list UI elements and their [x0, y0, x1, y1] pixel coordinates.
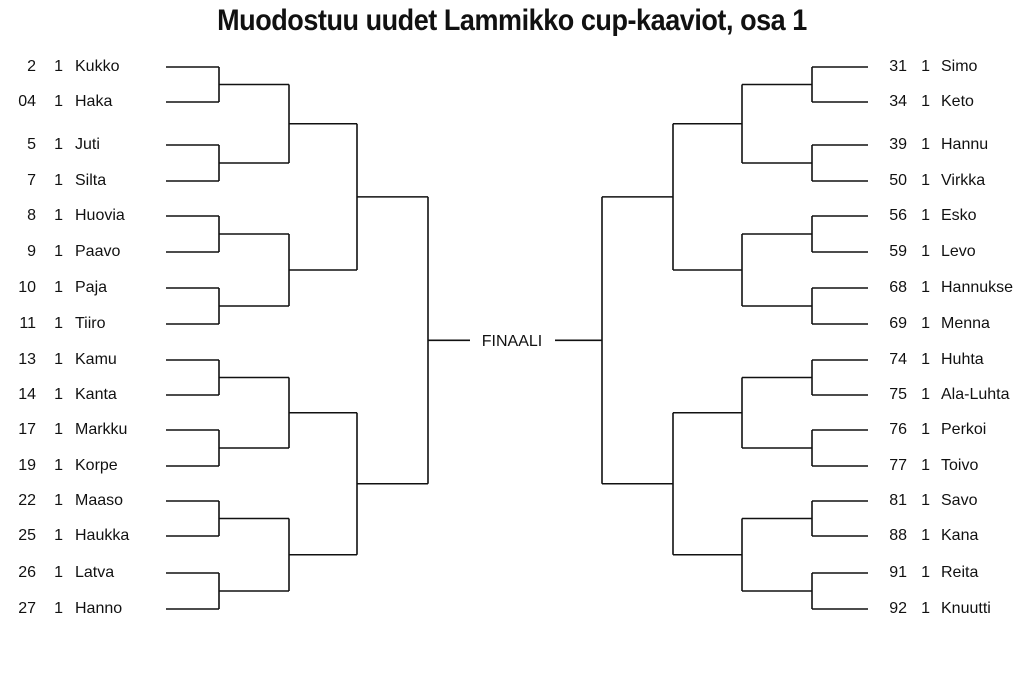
team-number: 10 [18, 279, 36, 296]
team-number: 76 [889, 421, 907, 438]
team-number: 2 [27, 58, 36, 75]
team-number: 7 [27, 172, 36, 189]
team-number: 91 [889, 564, 907, 581]
team-seed: 1 [54, 421, 63, 438]
team-name: Levo [941, 243, 976, 260]
team-name: Silta [75, 172, 106, 189]
team-name: Simo [941, 58, 978, 75]
team-number: 13 [18, 351, 36, 368]
team-number: 69 [889, 315, 907, 332]
team-name: Kamu [75, 351, 117, 368]
team-seed: 1 [54, 58, 63, 75]
team-number: 39 [889, 136, 907, 153]
team-number: 19 [18, 457, 36, 474]
team-name: Tiiro [75, 315, 106, 332]
team-seed: 1 [54, 386, 63, 403]
team-seed: 1 [921, 172, 930, 189]
team-seed: 1 [54, 93, 63, 110]
team-number: 75 [889, 386, 907, 403]
team-seed: 1 [921, 351, 930, 368]
team-number: 74 [889, 351, 907, 368]
team-name: Virkka [941, 172, 985, 189]
team-number: 22 [18, 492, 36, 509]
team-number: 26 [18, 564, 36, 581]
team-number: 34 [889, 93, 907, 110]
team-name: Huovia [75, 207, 125, 224]
team-number: 77 [889, 457, 907, 474]
team-seed: 1 [921, 492, 930, 509]
team-seed: 1 [921, 243, 930, 260]
team-seed: 1 [921, 315, 930, 332]
team-seed: 1 [54, 136, 63, 153]
team-seed: 1 [54, 243, 63, 260]
team-seed: 1 [921, 136, 930, 153]
team-name: Maaso [75, 492, 123, 509]
team-name: Hanno [75, 600, 122, 617]
team-seed: 1 [921, 279, 930, 296]
team-seed: 1 [54, 492, 63, 509]
team-seed: 1 [54, 172, 63, 189]
team-seed: 1 [921, 564, 930, 581]
team-name: Korpe [75, 457, 118, 474]
team-name: Paavo [75, 243, 120, 260]
final-label: FINAALI [482, 333, 542, 350]
team-seed: 1 [54, 351, 63, 368]
team-name: Reita [941, 564, 978, 581]
team-name: Toivo [941, 457, 978, 474]
team-name: Hannukse [941, 279, 1013, 296]
team-name: Esko [941, 207, 977, 224]
team-name: Huhta [941, 351, 984, 368]
team-number: 68 [889, 279, 907, 296]
team-seed: 1 [54, 600, 63, 617]
team-seed: 1 [921, 93, 930, 110]
team-number: 17 [18, 421, 36, 438]
team-name: Kukko [75, 58, 120, 75]
team-number: 11 [19, 315, 36, 332]
team-number: 5 [27, 136, 36, 153]
team-number: 04 [18, 93, 36, 110]
team-name: Latva [75, 564, 114, 581]
team-number: 9 [27, 243, 36, 260]
team-name: Knuutti [941, 600, 991, 617]
team-number: 59 [889, 243, 907, 260]
team-seed: 1 [54, 207, 63, 224]
team-name: Perkoi [941, 421, 986, 438]
team-name: Hannu [941, 136, 988, 153]
team-seed: 1 [54, 315, 63, 332]
team-number: 25 [18, 527, 36, 544]
team-name: Ala-Luhta [941, 386, 1010, 403]
team-name: Savo [941, 492, 978, 509]
team-number: 81 [889, 492, 907, 509]
team-seed: 1 [921, 421, 930, 438]
team-number: 14 [18, 386, 36, 403]
team-number: 50 [889, 172, 907, 189]
team-name: Haka [75, 93, 112, 110]
team-seed: 1 [921, 457, 930, 474]
team-name: Keto [941, 93, 974, 110]
team-name: Paja [75, 279, 107, 296]
team-number: 31 [889, 58, 907, 75]
team-seed: 1 [921, 58, 930, 75]
team-number: 92 [889, 600, 907, 617]
team-number: 56 [889, 207, 907, 224]
team-seed: 1 [54, 564, 63, 581]
team-seed: 1 [54, 457, 63, 474]
team-seed: 1 [921, 386, 930, 403]
team-seed: 1 [921, 527, 930, 544]
team-seed: 1 [54, 279, 63, 296]
team-seed: 1 [921, 600, 930, 617]
page-title: Muodostuu uudet Lammikko cup-kaaviot, os… [217, 4, 807, 37]
team-seed: 1 [54, 527, 63, 544]
team-number: 27 [18, 600, 36, 617]
team-name: Kana [941, 527, 978, 544]
team-name: Kanta [75, 386, 117, 403]
team-name: Menna [941, 315, 990, 332]
team-name: Juti [75, 136, 100, 153]
team-number: 88 [889, 527, 907, 544]
team-seed: 1 [921, 207, 930, 224]
team-number: 8 [27, 207, 36, 224]
team-name: Markku [75, 421, 127, 438]
team-name: Haukka [75, 527, 129, 544]
